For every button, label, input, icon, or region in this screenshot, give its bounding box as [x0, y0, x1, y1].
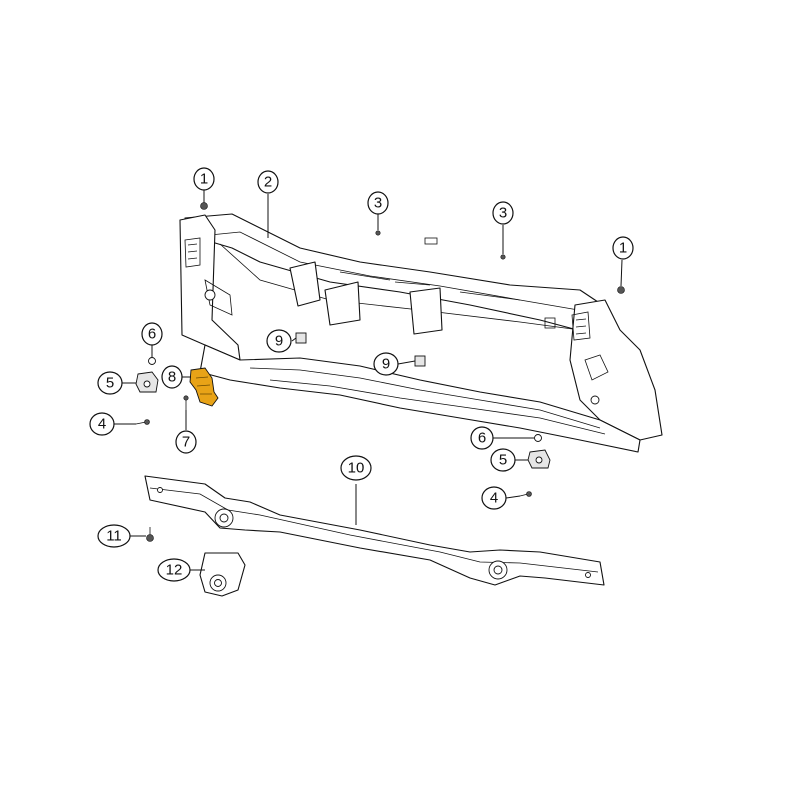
lower-bracket	[199, 552, 246, 597]
fasteners	[135, 202, 625, 542]
callout-5-left: 5	[97, 371, 123, 395]
lower-crossmember	[144, 475, 605, 586]
svg-text:9: 9	[275, 333, 283, 350]
highlighted-bracket	[189, 367, 219, 407]
svg-text:8: 8	[168, 369, 176, 386]
clip-right	[527, 449, 551, 469]
clip-left	[135, 371, 159, 393]
radiator-support-assembly	[179, 213, 663, 453]
svg-text:6: 6	[478, 430, 486, 447]
svg-text:3: 3	[499, 205, 507, 222]
svg-text:7: 7	[182, 434, 190, 451]
svg-text:4: 4	[98, 416, 106, 433]
callout-2: 2	[257, 170, 279, 194]
svg-text:10: 10	[348, 460, 365, 477]
callout-11: 11	[97, 524, 131, 548]
callout-1-top-left: 1	[193, 167, 215, 191]
callout-6-right: 6	[470, 426, 494, 450]
callout-6-left: 6	[141, 322, 163, 346]
callout-1-right: 1	[612, 236, 634, 260]
callout-3-right: 3	[492, 201, 514, 225]
callout-9-left: 9	[266, 329, 292, 353]
callout-9-right: 9	[373, 352, 399, 376]
callout-7: 7	[175, 430, 197, 454]
svg-text:6: 6	[148, 326, 156, 343]
svg-text:1: 1	[200, 171, 208, 188]
callout-4-right: 4	[481, 486, 507, 510]
svg-text:2: 2	[264, 174, 272, 191]
callout-5-right: 5	[490, 448, 516, 472]
svg-text:9: 9	[382, 356, 390, 373]
callout-4-left: 4	[89, 412, 115, 436]
svg-text:5: 5	[106, 375, 114, 392]
callout-10: 10	[340, 455, 372, 481]
callout-8: 8	[161, 365, 183, 389]
callout-3-left: 3	[367, 191, 389, 215]
svg-text:11: 11	[106, 528, 122, 545]
svg-text:1: 1	[619, 240, 627, 257]
svg-text:4: 4	[490, 490, 498, 507]
svg-text:12: 12	[166, 562, 183, 579]
svg-text:3: 3	[374, 195, 382, 212]
leader-lines	[114, 190, 623, 571]
callout-12: 12	[157, 558, 191, 582]
svg-text:5: 5	[499, 452, 507, 469]
